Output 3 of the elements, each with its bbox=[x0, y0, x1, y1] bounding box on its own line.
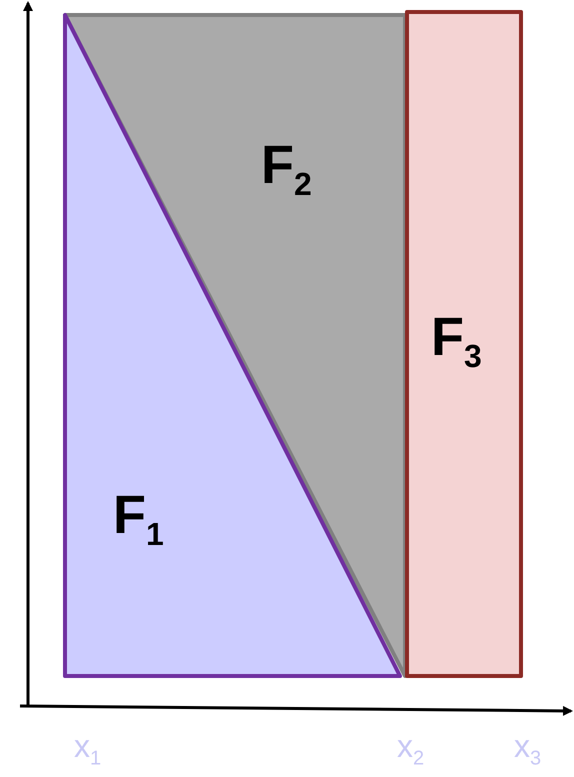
region-label: F$_{3}$ bbox=[431, 310, 482, 372]
region-label: F$_{1}$ bbox=[113, 488, 164, 550]
region-label: F$_{2}$ bbox=[261, 138, 312, 200]
